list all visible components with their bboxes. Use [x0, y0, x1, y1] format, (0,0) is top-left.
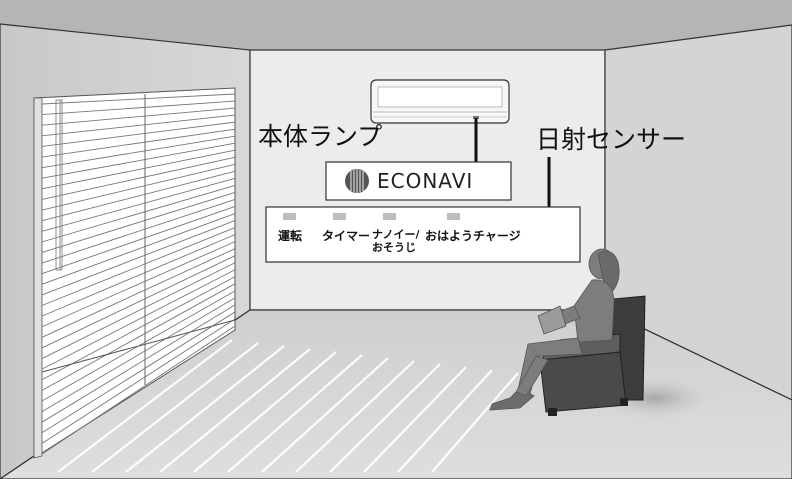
blind-slat [41, 318, 236, 444]
sunlight-ray [159, 348, 311, 473]
callout-solar-sensor: 日射センサー [536, 125, 687, 154]
blind-slat [41, 297, 236, 412]
blind-slat [41, 170, 236, 222]
lamp-label-timer: タイマー [322, 229, 371, 243]
sunlight-ray [431, 372, 519, 473]
blind-slat [41, 114, 236, 137]
blind-slat [41, 93, 236, 105]
blind-slat [41, 107, 236, 126]
blind-slat [41, 149, 236, 190]
blind-slat [41, 325, 236, 455]
blind-slat [41, 311, 236, 434]
blind-slat [41, 213, 236, 285]
blind-slat [41, 156, 236, 200]
blind-slat [41, 184, 236, 243]
blind-slat [41, 121, 236, 147]
blind-slat [41, 135, 236, 169]
sunlight-ray [363, 366, 467, 473]
blind-slat [41, 304, 236, 423]
blind-slat [41, 269, 236, 370]
air-conditioner [370, 79, 510, 124]
lamp-label-nanoe: ナノイー/ おそうじ [372, 228, 420, 254]
ceiling [0, 0, 792, 50]
lamp-morning-charge [447, 213, 460, 220]
blind-slat [41, 206, 236, 275]
right-wall [604, 24, 792, 401]
blind-slat [41, 234, 236, 317]
blind-slat [41, 227, 236, 306]
sunlight-ray [193, 351, 337, 473]
sunlight-ray [125, 345, 285, 473]
lamp-label-morning-charge: おはようチャージ [425, 229, 521, 243]
blind-slat [41, 100, 236, 116]
blind-slat [41, 276, 236, 381]
blind-slat [41, 262, 236, 359]
sunlight-rays [57, 339, 519, 473]
blind-slat [41, 255, 236, 349]
window-blinds [33, 87, 236, 459]
lamp-label-operation: 運転 [278, 229, 303, 243]
blind-slat [41, 220, 236, 296]
blind-slat [41, 163, 236, 211]
lamp-timer [333, 213, 346, 220]
blind-slat [41, 177, 236, 232]
sunlight-ray [261, 357, 389, 473]
sunlight-ray [397, 369, 493, 473]
sunlight-ray [227, 354, 363, 473]
blind-slat [41, 191, 236, 253]
lamp-operation [283, 213, 296, 220]
sunlight-ray [295, 360, 415, 473]
callout-body-lamp: 本体ランプ [258, 122, 383, 151]
lamp-nanoe [383, 213, 396, 220]
blind-slat [41, 142, 236, 179]
blind-slat [41, 199, 236, 264]
sunlight-ray [91, 342, 259, 473]
blind-slat [41, 241, 236, 328]
sunlight-ray [57, 339, 233, 473]
sunlight-ray [329, 363, 441, 473]
econavi-brand-text: ECONAVI [377, 169, 474, 193]
blind-slat [41, 248, 236, 338]
blind-slat [41, 128, 236, 158]
blind-slat [41, 283, 236, 391]
indicator-panel [265, 206, 581, 263]
lamp-label-nanoe-line1: ナノイー/ [372, 228, 420, 241]
econavi-logo-icon [345, 169, 369, 193]
lamp-label-nanoe-line2: おそうじ [372, 240, 416, 254]
person-reading [489, 248, 620, 411]
